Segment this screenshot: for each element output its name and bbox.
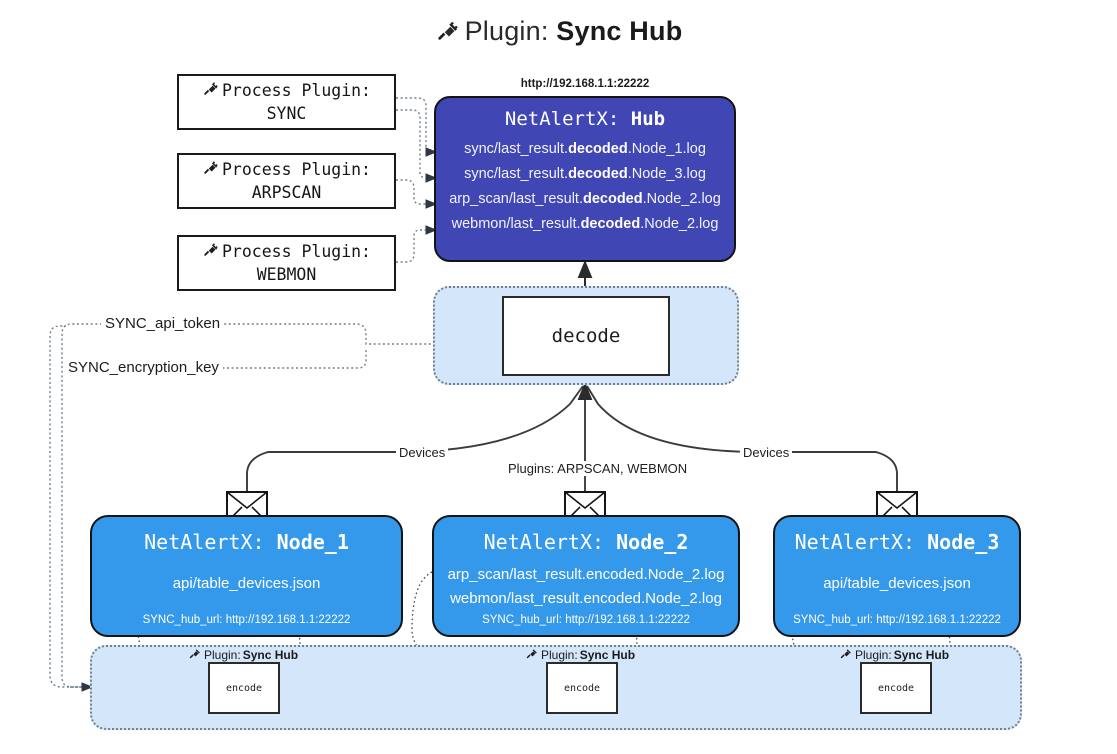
hub-log-line: sync/last_result.decoded.Node_1.log xyxy=(464,141,706,157)
node-box-node-1[interactable]: NetAlertX: Node_1 api/table_devices.json… xyxy=(90,515,403,637)
process-plugin-label: Process Plugin: xyxy=(221,241,371,261)
page-title: Plugin: Sync Hub xyxy=(0,16,1117,50)
title-name: Sync Hub xyxy=(556,16,683,46)
plug-icon xyxy=(188,646,202,663)
plugin-tag-encode-1: Plugin:Sync Hub xyxy=(188,646,298,663)
process-plugin-name: WEBMON xyxy=(256,265,317,284)
edge-label-devices-right: Devices xyxy=(740,445,793,460)
node-line: arp_scan/last_result.encoded.Node_2.log xyxy=(447,566,725,583)
title-prefix: Plugin: xyxy=(464,16,549,46)
process-plugin-label: Process Plugin: xyxy=(221,80,371,100)
plug-icon xyxy=(202,79,220,103)
encode-box-1[interactable]: encode xyxy=(208,662,280,714)
plugin-tag-encode-2: Plugin:Sync Hub xyxy=(525,646,635,663)
hub-title-prefix: NetAlertX: xyxy=(504,108,620,130)
encode-box-3[interactable]: encode xyxy=(860,662,932,714)
encode-label: encode xyxy=(563,682,601,694)
hub-log-line: arp_scan/last_result.decoded.Node_2.log xyxy=(449,190,721,207)
node-box-node-2[interactable]: NetAlertX: Node_2 arp_scan/last_result.e… xyxy=(432,515,740,637)
process-plugin-name: SYNC xyxy=(266,104,307,123)
hub-log-line: sync/last_result.decoded.Node_3.log xyxy=(464,165,706,182)
node-box-node-3[interactable]: NetAlertX: Node_3 api/table_devices.json… xyxy=(773,515,1021,637)
plug-icon xyxy=(202,240,220,264)
process-plugin-arpscan[interactable]: Process Plugin: ARPSCAN xyxy=(177,153,396,209)
hub-title-name: Hub xyxy=(630,108,666,130)
node-title: NetAlertX: Node_2 xyxy=(483,530,689,554)
hub-log-line: webmon/last_result.decoded.Node_2.log xyxy=(451,215,719,232)
encode-label: encode xyxy=(877,682,915,694)
node-footer: SYNC_hub_url: http://192.168.1.1:22222 xyxy=(142,614,351,626)
secret-label-encryption-key: SYNC_encryption_key xyxy=(64,359,223,376)
node-title: NetAlertX: Node_3 xyxy=(794,530,1000,554)
plugin-tag-encode-3: Plugin:Sync Hub xyxy=(839,646,949,663)
hub-title: NetAlertX: Hub xyxy=(505,108,665,130)
plug-icon xyxy=(839,646,853,663)
edge-label-devices-left: Devices xyxy=(396,445,449,460)
process-plugin-name: ARPSCAN xyxy=(251,183,322,202)
node-title: NetAlertX: Node_1 xyxy=(144,530,349,554)
process-plugin-webmon[interactable]: Process Plugin: WEBMON xyxy=(177,235,396,291)
node-footer: SYNC_hub_url: http://192.168.1.1:22222 xyxy=(793,614,1001,626)
plug-icon xyxy=(525,646,539,663)
decode-label: decode xyxy=(551,325,621,347)
process-plugin-sync[interactable]: Process Plugin: SYNC xyxy=(177,74,396,130)
node-footer: SYNC_hub_url: http://192.168.1.1:22222 xyxy=(482,614,690,626)
node-line: api/table_devices.json xyxy=(823,575,971,592)
secret-label-api-token: SYNC_api_token xyxy=(101,315,225,332)
plug-icon xyxy=(435,17,461,50)
edge-label-plugins-center: Plugins: ARPSCAN, WEBMON xyxy=(505,461,691,476)
plug-icon xyxy=(202,158,220,182)
encode-box-2[interactable]: encode xyxy=(546,662,618,714)
encode-label: encode xyxy=(225,682,263,694)
hub-url-label: http://192.168.1.1:22222 xyxy=(520,78,650,90)
decode-box[interactable]: decode xyxy=(502,296,670,376)
node-line: api/table_devices.json xyxy=(172,575,321,592)
hub-node[interactable]: NetAlertX: Hub sync/last_result.decoded.… xyxy=(434,96,736,262)
process-plugin-label: Process Plugin: xyxy=(221,159,371,179)
node-line: webmon/last_result.encoded.Node_2.log xyxy=(450,589,722,607)
